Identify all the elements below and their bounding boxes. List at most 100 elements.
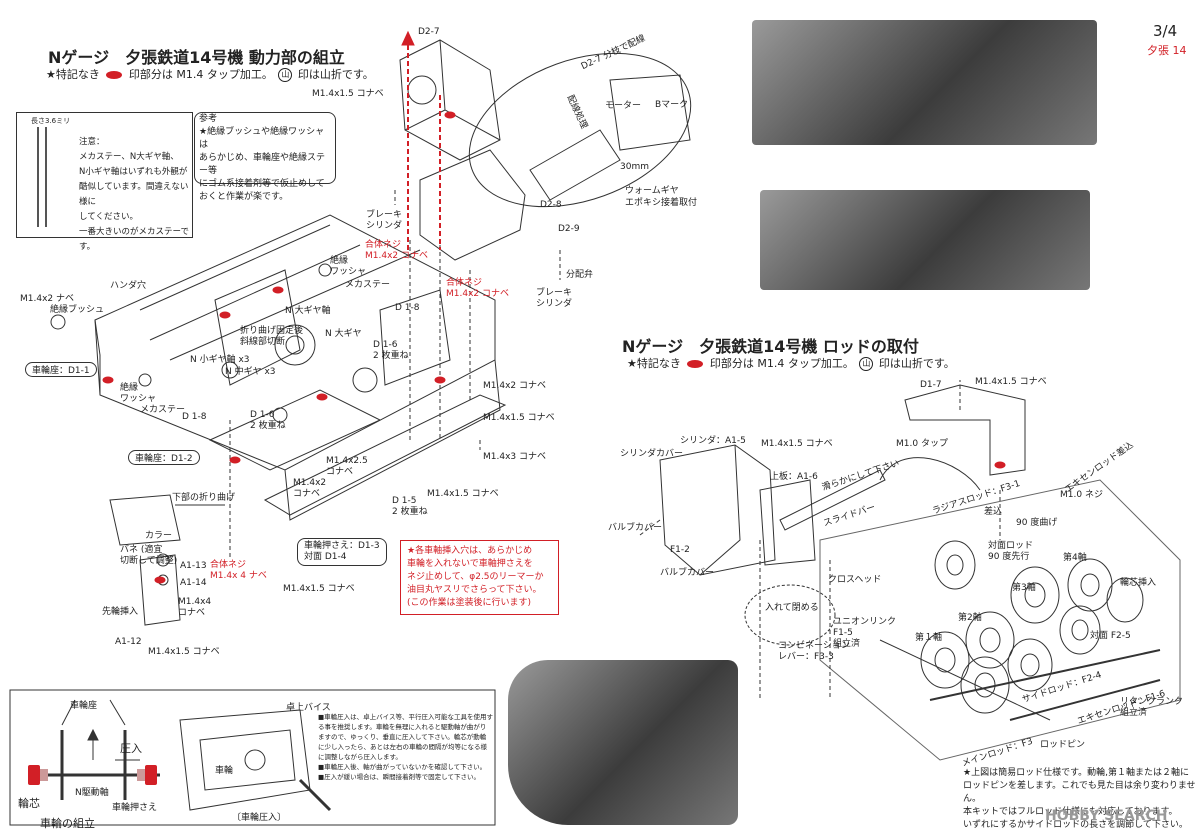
tag-wheel-seat-d12: 車輪座：D1-2 xyxy=(128,450,200,465)
callout-m10-screw: M1.0 ネジ xyxy=(1060,490,1103,500)
label-wheel: 車輪 xyxy=(215,766,234,776)
callout-leading-wheel: 先輪挿入 xyxy=(102,607,139,617)
callout-bend-90: 90 度曲げ xyxy=(1016,518,1058,528)
callout-d16-a: D 1-6 2 枚重ね xyxy=(373,340,409,361)
callout-insul-bush: 絶縁ブッシュ xyxy=(50,305,105,315)
callout-crosshead: クロスヘッド xyxy=(828,575,882,585)
caution-length: 長さ3.6ミリ xyxy=(31,117,71,125)
callout-b-mark: Bマーク xyxy=(655,100,689,110)
photo-chassis-bottom xyxy=(760,190,1090,290)
motor-wiring-loop xyxy=(468,52,692,208)
red-mark-icon xyxy=(687,360,704,368)
callout-f12: F1-2 xyxy=(670,545,690,555)
callout-worm-gear: ウォームギヤ xyxy=(625,186,679,196)
callout-screw-red-1: 合体ネジ M1.4x2 コナベ xyxy=(365,240,428,261)
red-notice-box: ★各車軸挿入穴は、あらかじめ 車輪を入れないで車軸押さえを ネジ止めして、φ2.… xyxy=(400,540,559,615)
callout-return-crank: リタンクランク 組立済 xyxy=(1120,697,1184,718)
power-section-note: ★特記なき 印部分は M1.4 タップ加工。 山 印は山折です。 xyxy=(46,66,374,82)
callout-d29: D2-9 xyxy=(558,224,580,234)
callout-d28: D2-8 xyxy=(540,200,562,210)
callout-mechastay: メカステー xyxy=(345,280,391,290)
note-middle: 印部分は M1.4 タップ加工。 xyxy=(128,68,273,81)
label-assembly: 車輪の組立 xyxy=(40,817,95,830)
callout-m14x2-b: M1.4x2 コナベ xyxy=(293,478,327,499)
callout-d16-b: D 1-6 2 枚重ね xyxy=(250,410,286,431)
assembly-box xyxy=(9,689,496,826)
callout-axle-1: 第１軸 xyxy=(915,633,943,643)
callout-m14x15-c: M1.4x1.5 コナベ xyxy=(283,584,355,594)
callout-n-big-gear: N 大ギヤ xyxy=(325,329,362,339)
callout-m14x2-konabe: M1.4x2 コナベ xyxy=(483,381,546,391)
callout-solder-hole: ハンダ穴 xyxy=(110,281,147,291)
callout-collar: カラー xyxy=(145,531,173,541)
callout-cylinder: シリンダ：A1-5 xyxy=(680,436,746,446)
callout-union-link: ユニオンリンク F1-5 組立済 xyxy=(833,617,897,649)
callout-m14x15-b: M1.4x1.5 コナベ xyxy=(427,489,499,499)
callout-m14x2-nabe: M1.4x2 ナベ xyxy=(20,294,74,304)
callout-a114: A1-14 xyxy=(180,578,207,588)
bottom-note: ★上図は簡易ロッド仕様です。動輪,第１軸または２軸に ロッドピンを差します。これ… xyxy=(963,768,1196,830)
tag-axle-press: 車輪押さえ：D1-3 対面 D1-4 xyxy=(297,538,387,566)
label-axle-core: 輪芯 xyxy=(18,797,40,810)
callout-opposite-rod: 対面ロッド 90 度先行 xyxy=(988,541,1034,562)
label-axle-press: 車輪押さえ xyxy=(112,803,158,813)
page-number: 3/4 xyxy=(1153,22,1178,40)
callout-brake-cyl-1: ブレーキ シリンダ xyxy=(366,210,403,231)
callout-d18-a: D 1-8 xyxy=(395,303,420,313)
callout-a112: A1-12 xyxy=(115,637,142,647)
callout-m14x15-rod: M1.4x1.5 コナベ xyxy=(975,377,1047,387)
callout-d15: D 1-5 2 枚重ね xyxy=(392,496,428,517)
callout-d27: D2-7 xyxy=(418,27,440,37)
caution-text: 注意： メカステー、N大ギヤ軸、 N小ギヤ軸はいずれも外観が 酷似しています。間… xyxy=(79,137,189,252)
power-section-title: Nゲージ 夕張鉄道14号機 動力部の組立 xyxy=(48,48,345,67)
callout-valve-cover-1: バルブカバー xyxy=(608,523,663,533)
callout-m14x4: M1.4x4 コナベ xyxy=(178,597,212,618)
callout-m14x15-d: M1.4x1.5 コナベ xyxy=(148,647,220,657)
callout-axle-2: 第2軸 xyxy=(958,613,982,623)
callout-rod-pin: ロッドピン xyxy=(1040,740,1086,750)
press-instructions: ■車輪圧入は、卓上バイス等、平行圧入可能な工具を使用す る事を推奨します。車輪を… xyxy=(318,713,493,781)
callout-m10-tap: M1.0 タップ xyxy=(896,439,948,449)
red-mark-icon xyxy=(106,71,123,79)
callout-distributor: 分配弁 xyxy=(566,270,594,280)
callout-m14x15-cyl: M1.4x1.5 コナベ xyxy=(761,439,833,449)
callout-opposite-f25: 対面 F2-5 xyxy=(1090,631,1131,641)
label-wheel-seat: 車輪座 xyxy=(70,701,98,711)
photo-power-unit xyxy=(508,660,738,825)
tag-wheel-seat-d11: 車輪座：D1-1 xyxy=(25,362,97,377)
callout-m14x25: M1.4x2.5 コナベ xyxy=(326,456,368,477)
callout-axle-4: 第4軸 xyxy=(1063,553,1087,563)
callout-insul-washer: 絶縁 ワッシャ xyxy=(330,256,367,277)
callout-lower-fold: 下部の折り曲げ xyxy=(172,493,236,503)
label-press-title: 〔車輪圧入〕 xyxy=(232,813,287,823)
callout-fold-fix: 折り曲げ固定後 斜線部切断 xyxy=(240,326,304,347)
callout-axle-3: 第3軸 xyxy=(1012,583,1036,593)
note-prefix: ★特記なき xyxy=(46,68,100,81)
watermark: HOBBY SEARCH xyxy=(1045,808,1168,824)
callout-screw-red-2: 合体ネジ M1.4x2 コナベ xyxy=(446,278,509,299)
motor-bracket xyxy=(399,39,501,161)
label-n-drive: N駆動軸 xyxy=(75,788,109,798)
photo-chassis-side xyxy=(752,20,1097,145)
callout-m14x15-top: M1.4x1.5 コナベ xyxy=(312,89,384,99)
big-gear-shape xyxy=(274,324,316,366)
callout-wheel-insert: 輪芯挿入 xyxy=(1120,578,1157,588)
caution-box: 長さ3.6ミリ 注意： メカステー、N大ギヤ軸、 N小ギヤ軸はいずれも外観が 酷… xyxy=(16,112,193,252)
callout-n-big-shaft: N 大ギヤ軸 xyxy=(285,306,331,316)
callout-brake-cyl-2: ブレーキ シリンダ xyxy=(536,288,573,309)
callout-m14x3: M1.4x3 コナベ xyxy=(483,452,546,462)
rod-section-note: ★特記なき 印部分は M1.4 タップ加工。 山 印は山折です。 xyxy=(627,357,955,371)
reference-box: 参考 ★絶縁ブッシュや絶縁ワッシャは あらかじめ、車輪座や絶縁ステー等 にゴム系… xyxy=(194,112,336,202)
reference-heading: 参考 xyxy=(199,114,218,124)
callout-motor: モーター xyxy=(605,101,642,111)
callout-insul-washer2: 絶縁 ワッシャ xyxy=(120,383,157,404)
shaft-icon xyxy=(37,127,47,227)
driving-wheels xyxy=(920,540,1144,714)
label-press-in: 圧入 xyxy=(120,742,142,755)
rod-bracket xyxy=(904,384,1026,476)
callout-d17: D1-7 xyxy=(920,380,942,390)
callout-n-small-shaft: N 小ギヤ軸 x3 xyxy=(190,355,250,365)
callout-epoxy: エポキシ接着取付 xyxy=(625,198,698,208)
callout-n-mid-gear: N 中ギヤ x3 xyxy=(225,367,276,377)
